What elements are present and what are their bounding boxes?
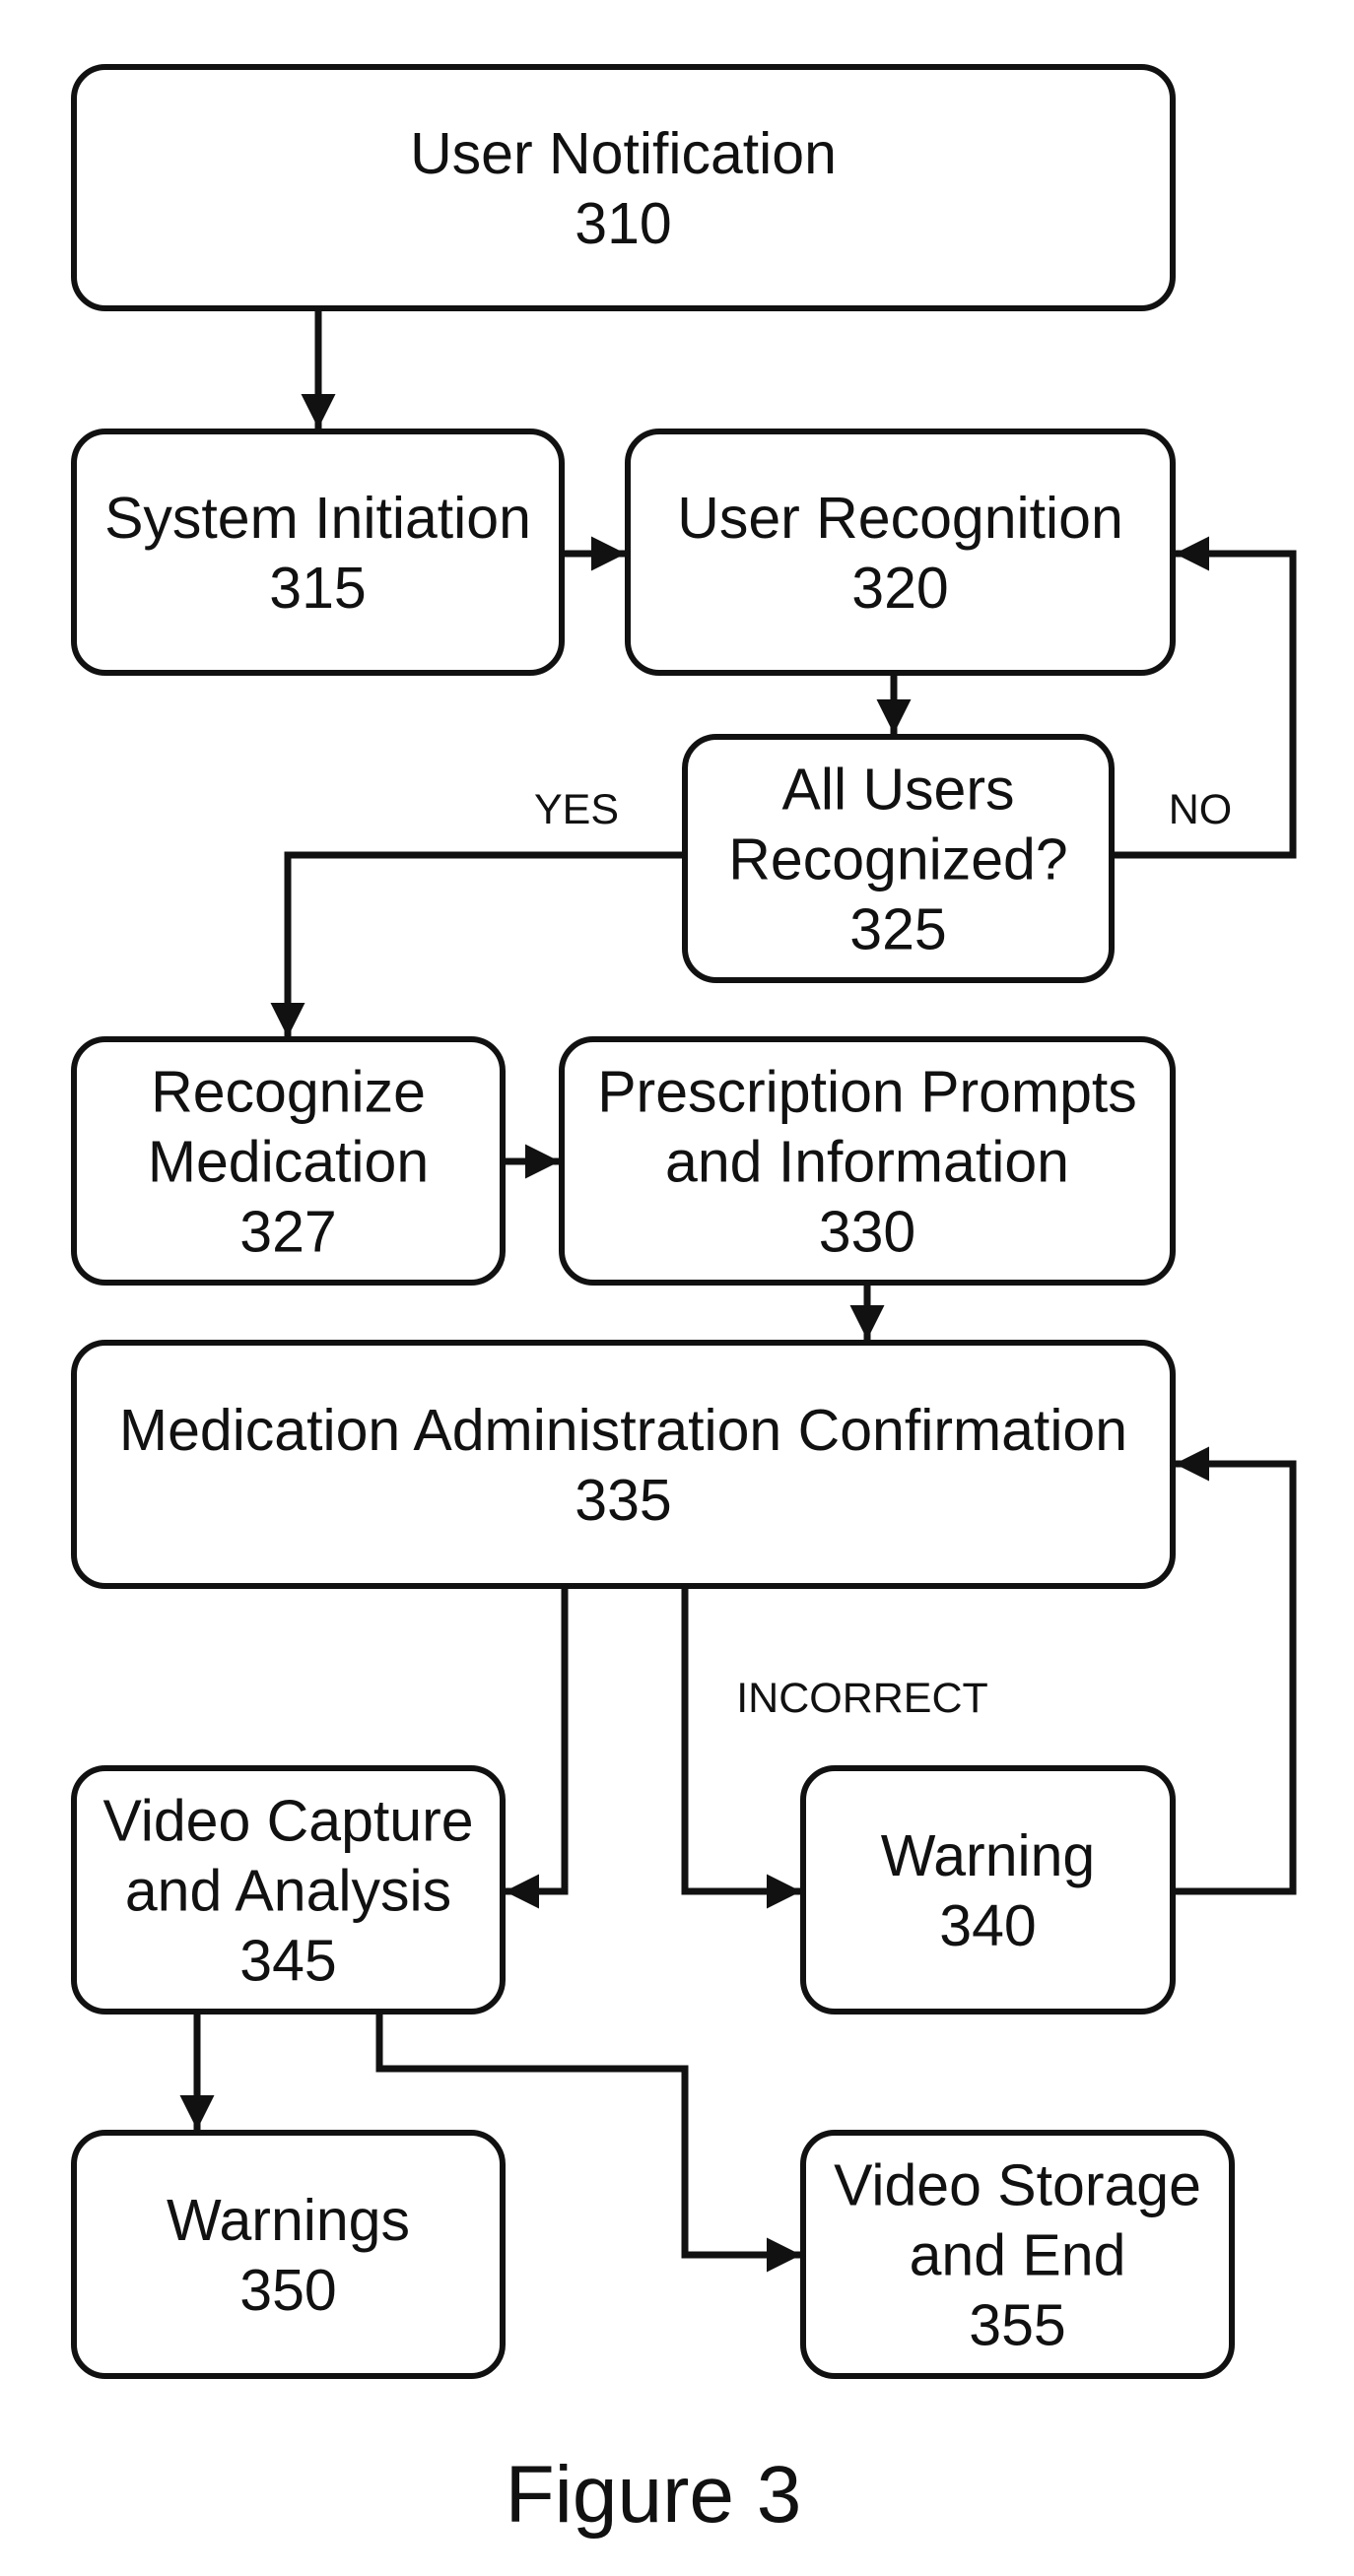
box-ref-number: 355 bbox=[969, 2293, 1065, 2358]
process-box-350: Warnings350 bbox=[74, 2133, 503, 2376]
box-label-line: Medication bbox=[148, 1130, 429, 1195]
edge-label-no: NO bbox=[1169, 786, 1233, 833]
process-box-355: Video Storageand End355 bbox=[803, 2133, 1232, 2376]
process-box-345: Video Captureand Analysis345 bbox=[74, 1768, 503, 2012]
box-label-line: System Initiation bbox=[104, 486, 531, 551]
arrow-335-to-340 bbox=[685, 1586, 801, 1891]
process-box-315: System Initiation315 bbox=[74, 431, 562, 673]
box-ref-number: 345 bbox=[239, 1929, 336, 1994]
process-box-335: Medication Administration Confirmation33… bbox=[74, 1343, 1173, 1586]
process-box-340: Warning340 bbox=[803, 1768, 1173, 2012]
arrow-340-to-335 bbox=[1173, 1464, 1293, 1891]
box-label-line: and Analysis bbox=[125, 1859, 451, 1924]
process-box-330: Prescription Promptsand Information330 bbox=[562, 1039, 1173, 1283]
box-ref-number: 335 bbox=[575, 1468, 671, 1533]
process-box-325: All UsersRecognized?325 bbox=[685, 737, 1112, 980]
box-label-line: and End bbox=[910, 2223, 1126, 2288]
process-box-310: User Notification310 bbox=[74, 67, 1173, 308]
box-label-line: Warning bbox=[881, 1823, 1096, 1888]
box-outline bbox=[628, 431, 1173, 673]
box-ref-number: 315 bbox=[269, 556, 366, 621]
box-label-line: and Information bbox=[665, 1130, 1069, 1195]
box-label-line: User Recognition bbox=[677, 486, 1123, 551]
box-label-line: Video Storage bbox=[834, 2153, 1201, 2218]
box-label-line: Recognized? bbox=[728, 827, 1067, 892]
box-outline bbox=[74, 2133, 503, 2376]
box-label-line: Video Capture bbox=[102, 1789, 473, 1854]
figure-caption: Figure 3 bbox=[506, 2450, 802, 2540]
box-ref-number: 310 bbox=[575, 191, 671, 256]
box-ref-number: 325 bbox=[849, 897, 946, 962]
box-outline bbox=[74, 67, 1173, 308]
box-ref-number: 327 bbox=[239, 1200, 336, 1265]
box-label-line: Recognize bbox=[151, 1060, 426, 1125]
box-label-line: Medication Administration Confirmation bbox=[119, 1398, 1127, 1463]
edge-label-yes: YES bbox=[534, 786, 619, 833]
process-boxes: User Notification310System Initiation315… bbox=[74, 67, 1232, 2376]
box-ref-number: 330 bbox=[819, 1200, 915, 1265]
box-label-line: All Users bbox=[781, 758, 1014, 823]
arrow-335-to-345 bbox=[505, 1586, 565, 1891]
box-label-line: User Notification bbox=[410, 121, 837, 186]
process-box-327: RecognizeMedication327 bbox=[74, 1039, 503, 1283]
box-outline bbox=[803, 1768, 1173, 2012]
process-box-320: User Recognition320 bbox=[628, 431, 1173, 673]
box-ref-number: 320 bbox=[851, 556, 948, 621]
box-outline bbox=[74, 431, 562, 673]
box-label-line: Prescription Prompts bbox=[597, 1060, 1137, 1125]
box-ref-number: 350 bbox=[239, 2258, 336, 2323]
edge-label-incorrect: INCORRECT bbox=[736, 1675, 988, 1722]
box-label-line: Warnings bbox=[167, 2188, 410, 2253]
box-outline bbox=[74, 1343, 1173, 1586]
box-ref-number: 340 bbox=[939, 1893, 1036, 1958]
arrow-325-to-327 bbox=[288, 855, 685, 1037]
